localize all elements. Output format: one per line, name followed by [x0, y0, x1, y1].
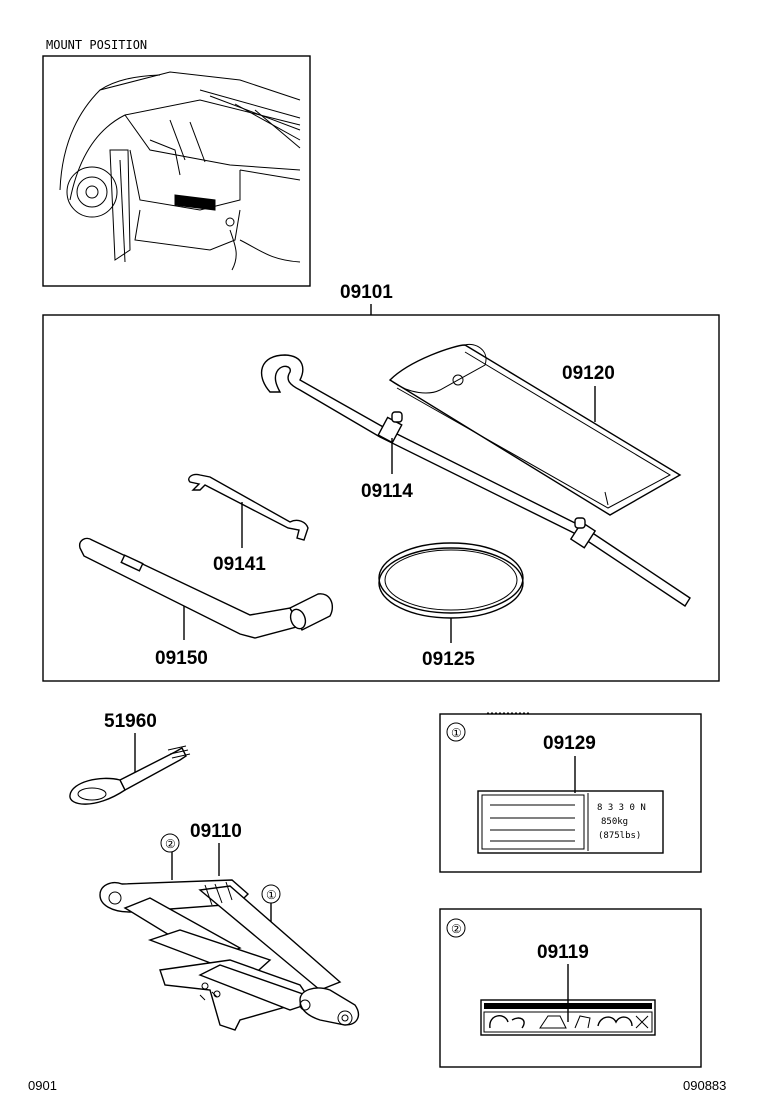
mount-position-frame [42, 55, 311, 287]
part-label-09101: 09101 [340, 282, 393, 303]
towing-eye-drawing [69, 745, 191, 805]
label-09119-frame [439, 908, 702, 1068]
scissor-jack-drawing [99, 879, 360, 1031]
part-label-09110: 09110 [190, 821, 242, 842]
jack-handle-drawing [260, 354, 691, 607]
band-drawing [378, 542, 524, 619]
callout-1-box: ① [451, 726, 462, 740]
lug-wrench-drawing [78, 537, 334, 639]
mount-position-label: MOUNT POSITION [46, 38, 147, 52]
part-label-09129: 09129 [543, 733, 596, 754]
callout-2-box-circle [446, 918, 466, 938]
callout-1-jack: ① [266, 888, 277, 902]
jack-position-label-drawing [480, 999, 656, 1036]
callout-1-box-circle [446, 722, 466, 742]
tool-kit-frame [42, 314, 720, 682]
wrench-drawing [188, 473, 309, 541]
part-label-09125: 09125 [422, 649, 475, 670]
callout-2-box: ② [451, 922, 462, 936]
vehicle-illustration [59, 71, 301, 271]
label-09129-line2: 850kg [601, 817, 628, 827]
callout-2-jack-circle [160, 833, 180, 853]
callout-2-jack: ② [165, 837, 176, 851]
part-label-09141: 09141 [213, 554, 266, 575]
part-label-51960: 51960 [104, 711, 157, 732]
label-09129-line1: 8 3 3 0 N [597, 803, 646, 813]
label-09129-frame [439, 713, 702, 873]
part-label-09120: 09120 [562, 363, 615, 384]
part-label-09119: 09119 [537, 942, 589, 963]
caution-label-drawing [477, 790, 664, 854]
label-09129-line3: (875lbs) [598, 831, 641, 841]
part-label-09114: 09114 [361, 481, 413, 502]
footer-left-code: 0901 [28, 1078, 57, 1093]
tool-bag-drawing [388, 343, 682, 516]
footer-right-code: 090883 [683, 1078, 726, 1093]
part-label-09150: 09150 [155, 648, 208, 669]
